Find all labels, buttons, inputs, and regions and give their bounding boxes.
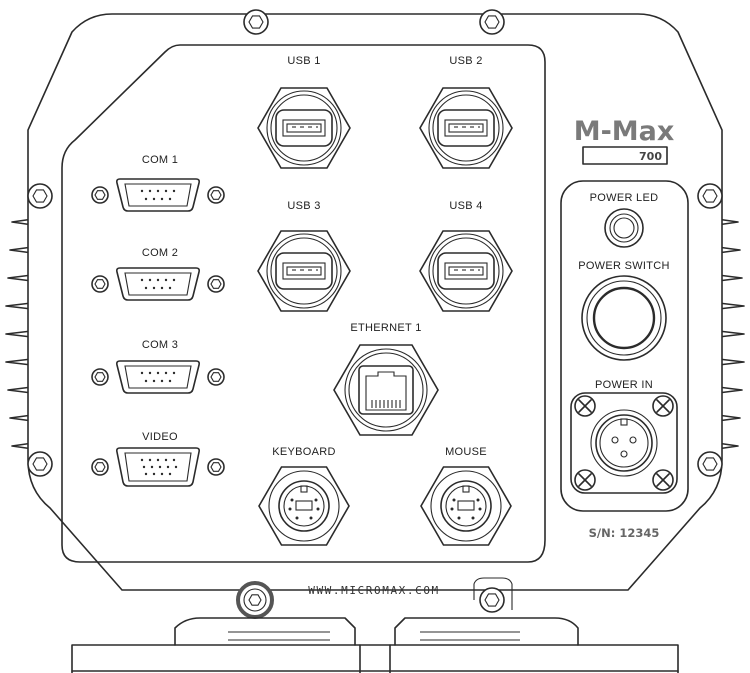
usb3-label: USB 3 bbox=[287, 200, 320, 212]
mouse-label: MOUSE bbox=[445, 446, 487, 458]
cooling-fins-right bbox=[709, 217, 745, 451]
power-led-icon bbox=[604, 208, 644, 248]
ethernet-label: ETHERNET 1 bbox=[350, 322, 421, 334]
power-led-label: POWER LED bbox=[590, 192, 659, 204]
serial-number: S/N: 12345 bbox=[589, 526, 660, 540]
grounding-screw-icon bbox=[236, 581, 274, 619]
usb4-label: USB 4 bbox=[449, 200, 482, 212]
connector-plate bbox=[61, 44, 546, 563]
housing-screw-icon bbox=[27, 451, 53, 477]
video-port bbox=[91, 447, 225, 487]
bracket-screw-icon bbox=[479, 587, 505, 613]
power-in-label: POWER IN bbox=[595, 379, 653, 391]
power-switch-label[interactable]: POWER SWITCH bbox=[578, 260, 670, 272]
cooling-fins-left bbox=[5, 217, 41, 451]
model-badge bbox=[582, 146, 668, 165]
ethernet-port bbox=[333, 344, 439, 436]
power-in-connector bbox=[570, 392, 678, 494]
housing-screw-icon bbox=[697, 183, 723, 209]
housing-screw-icon bbox=[479, 9, 505, 35]
housing-screw-icon bbox=[243, 9, 269, 35]
power-panel bbox=[560, 180, 689, 512]
housing-outline bbox=[27, 13, 723, 591]
usb1-label: USB 1 bbox=[287, 55, 320, 67]
model-number: 700 bbox=[639, 150, 662, 163]
com1-label: COM 1 bbox=[142, 154, 178, 166]
keyboard-label: KEYBOARD bbox=[272, 446, 336, 458]
brand-logo: M-Max bbox=[574, 116, 675, 147]
housing-screw-icon bbox=[697, 451, 723, 477]
bracket-tab bbox=[473, 577, 513, 610]
power-switch-button[interactable] bbox=[581, 275, 667, 361]
com3-label: COM 3 bbox=[142, 339, 178, 351]
housing-screw-icon bbox=[27, 183, 53, 209]
mounting-bracket bbox=[71, 617, 679, 673]
com2-label: COM 2 bbox=[142, 247, 178, 259]
usb2-label: USB 2 bbox=[449, 55, 482, 67]
video-label: VIDEO bbox=[142, 431, 178, 443]
website-url: WWW.MICROMAX.COM bbox=[308, 584, 440, 597]
